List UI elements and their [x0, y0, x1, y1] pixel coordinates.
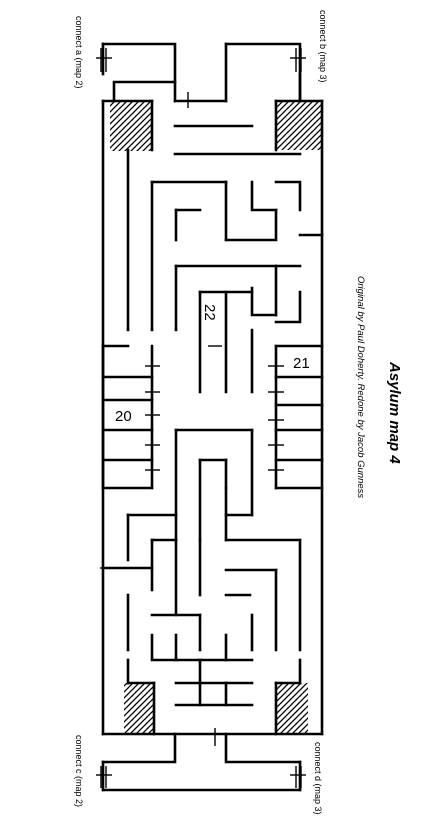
- connector-label-d: connect d (map 3): [313, 742, 323, 815]
- room-number-21: 21: [292, 355, 311, 372]
- maze-walls: [101, 42, 324, 792]
- rubble-top-left: [110, 101, 152, 151]
- connector-bars: [96, 48, 306, 788]
- map-credits: Original by Paul Doherty. Redone by Jaco…: [355, 276, 366, 499]
- rubble-top-right: [276, 101, 322, 150]
- door-ticks: [100, 92, 284, 746]
- rubble-areas: [110, 101, 322, 733]
- rubble-bottom-left: [124, 683, 154, 733]
- room-number-22: 22: [201, 304, 218, 321]
- connector-label-b: connect b (map 3): [318, 10, 328, 83]
- room-number-20: 20: [114, 408, 133, 425]
- map-title: Asylum map 4: [386, 362, 403, 464]
- connector-label-a: connect a (map 2): [74, 16, 84, 89]
- connector-label-c: connect c (map 2): [74, 735, 84, 808]
- rubble-bottom-right: [276, 683, 308, 733]
